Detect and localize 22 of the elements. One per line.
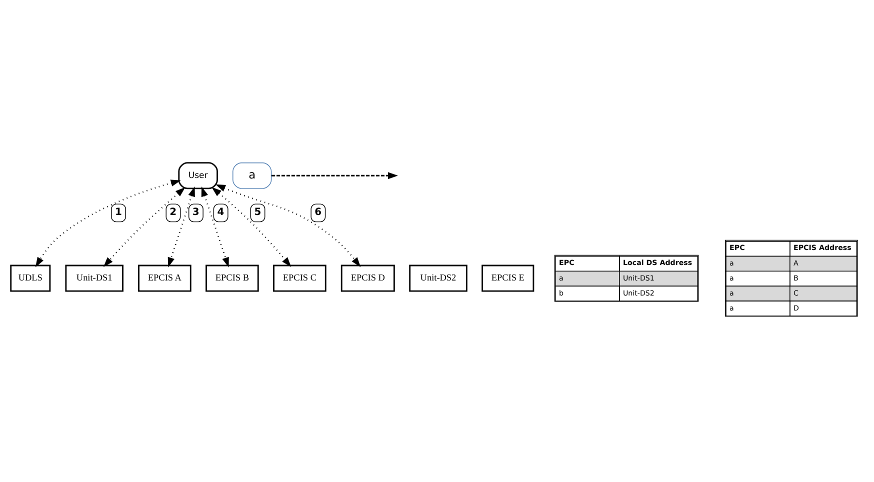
edge-label: 1 <box>114 207 122 218</box>
label: b <box>559 288 564 298</box>
label: a <box>730 303 734 312</box>
label: EPC <box>559 258 574 267</box>
label: Unit-DS1 <box>622 273 654 282</box>
label: EPC <box>730 242 745 252</box>
label: A <box>794 258 798 268</box>
edge-label: 4 <box>217 207 224 218</box>
label: a <box>730 258 734 268</box>
label: Unit-DS2 <box>622 288 654 298</box>
label: C <box>794 288 798 298</box>
label: B <box>794 273 798 282</box>
label: a <box>730 273 734 282</box>
edge-label: 6 <box>314 207 322 218</box>
edge-label: 2 <box>170 207 177 218</box>
label: EPCIS Address <box>794 242 852 252</box>
label: a <box>559 273 564 282</box>
edge-label: 3 <box>192 207 200 218</box>
label: a <box>730 288 734 298</box>
label: D <box>794 303 799 312</box>
label: Local DS Address <box>622 258 692 267</box>
edge-label: 5 <box>254 207 262 218</box>
